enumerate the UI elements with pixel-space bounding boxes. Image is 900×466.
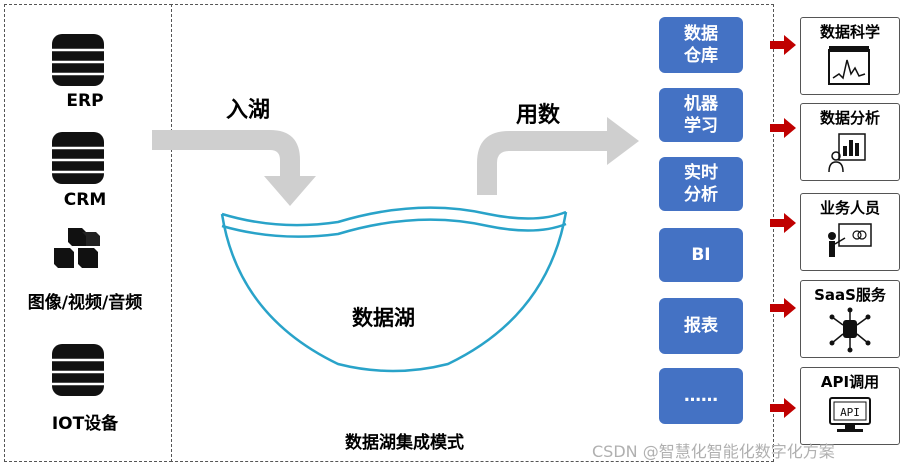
ingest-arrow — [152, 130, 316, 206]
red-arrow-icon — [770, 118, 796, 138]
service-bi: BI — [659, 228, 743, 282]
user-card-business: 业务人员 — [800, 193, 900, 271]
service-data-warehouse: 数据 仓库 — [659, 17, 743, 73]
presenter-icon — [828, 223, 872, 257]
red-arrow-icon — [770, 298, 796, 318]
user-label: API调用 — [820, 373, 880, 391]
user-label: SaaS服务 — [814, 286, 886, 304]
database-icon — [52, 34, 104, 86]
user-label: 业务人员 — [819, 199, 880, 217]
analyst-icon — [828, 133, 866, 173]
user-card-data-science: 数据科学 — [800, 17, 900, 95]
source-label-crm: CRM — [63, 190, 107, 210]
user-card-data-analysis: 数据分析 — [800, 103, 900, 181]
red-arrow-icon — [770, 213, 796, 233]
source-label-media: 图像/视频/音频 — [27, 293, 143, 313]
source-label-iot: IOT设备 — [51, 414, 119, 434]
user-card-saas: SaaS服务 — [800, 280, 900, 358]
user-card-api: API调用 API — [800, 367, 900, 445]
red-arrow-icon — [770, 398, 796, 418]
diagram-caption: 数据湖集成模式 — [345, 433, 464, 453]
service-realtime-analytics: 实时 分析 — [659, 157, 743, 211]
left-panel-border — [4, 4, 172, 462]
use-arrow — [477, 117, 639, 195]
chart-monitor-icon — [828, 46, 870, 85]
watermark: CSDN @智慧化智能化数字化方案 — [592, 442, 835, 461]
lake-label: 数据湖 — [352, 306, 415, 330]
ingest-label: 入湖 — [226, 98, 271, 123]
api-icon: API — [829, 397, 871, 432]
red-arrow-icon — [770, 35, 796, 55]
source-label-erp: ERP — [66, 91, 104, 111]
network-icon — [829, 307, 871, 353]
use-label: 用数 — [516, 103, 561, 128]
svg-text:API: API — [840, 406, 860, 419]
cubes-icon — [54, 228, 100, 268]
service-more: …… — [659, 368, 743, 424]
service-report: 报表 — [659, 298, 743, 354]
database-icon — [52, 132, 104, 184]
main-panel-border — [170, 4, 774, 462]
user-label: 数据科学 — [819, 23, 880, 41]
database-icon — [52, 344, 104, 396]
data-lake-bowl — [220, 206, 568, 373]
service-machine-learning: 机器 学习 — [659, 88, 743, 142]
user-label: 数据分析 — [819, 109, 880, 127]
